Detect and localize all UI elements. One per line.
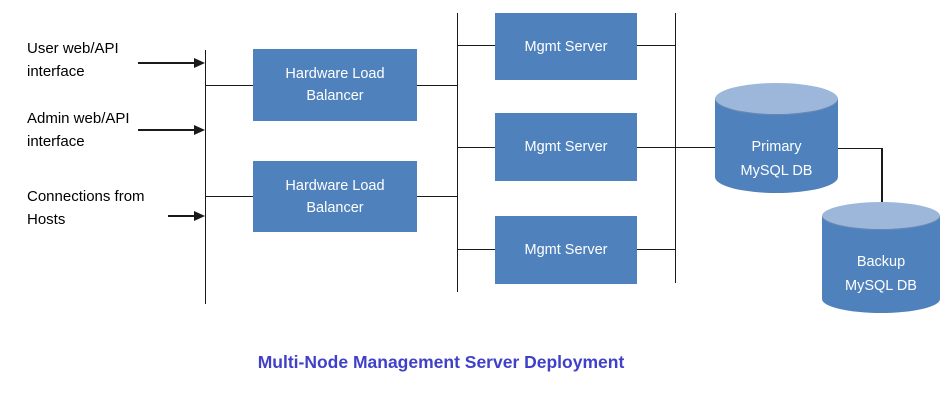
input-label-line: User web/API [27,40,119,57]
arrowhead-right-icon [194,210,205,221]
bus-line-mgmt-database [674,13,676,283]
database-label: Primary MySQL DB [715,135,838,183]
connector-bus-to-mgmt-2 [457,146,495,148]
connector-bus-to-loadbalancer-2 [205,195,253,197]
database-label-line: MySQL DB [845,278,917,294]
node-hardware-load-balancer-1: Hardware Load Balancer [253,49,417,121]
database-label-line: Backup [856,254,906,270]
cylinder-top-ellipse [715,83,838,115]
database-label-line: MySQL DB [740,163,813,179]
node-mgmt-server-2: Mgmt Server [495,113,637,181]
input-label-user-web-api: User web/API interface [27,37,119,83]
node-label: Hardware Load Balancer [285,177,385,216]
connector-bus-to-loadbalancer-1 [205,84,253,86]
bus-line-loadbalancer-mgmt [456,13,458,292]
connector-bus-to-mgmt-3 [457,248,495,250]
cylinder-top-ellipse [822,202,940,230]
node-label: Mgmt Server [524,38,608,55]
connector-mgmt-1-to-bus [637,44,675,46]
input-label-line: Connections from [27,188,145,205]
database-primary-mysql: Primary MySQL DB [715,83,838,193]
connector-loadbalancer-2-to-bus [417,195,457,197]
connector-loadbalancer-1-to-bus [417,84,457,86]
arrow-admin-line [138,129,194,131]
database-label-line: Primary [751,139,802,155]
node-hardware-load-balancer-2: Hardware Load Balancer [253,161,417,232]
connector-mgmt-2-to-primary-db [637,146,715,148]
diagram-title: Multi-Node Management Server Deployment [257,352,625,372]
cylinder-body [822,216,940,313]
connector-primary-to-backup-vertical [881,148,883,210]
input-label-admin-web-api: Admin web/API interface [27,107,130,153]
input-label-line: Admin web/API [27,110,130,127]
node-mgmt-server-3: Mgmt Server [495,216,637,284]
input-label-line: interface [27,63,85,80]
bus-line-inputs [204,50,206,304]
connector-bus-to-mgmt-1 [457,44,495,46]
connector-mgmt-3-to-bus [637,248,675,250]
arrow-user-line [138,62,194,64]
arrowhead-right-icon [194,124,205,135]
database-backup-mysql: Backup MySQL DB [822,202,940,313]
input-label-line: interface [27,133,85,150]
database-label: Backup MySQL DB [822,250,940,298]
node-label: Mgmt Server [524,139,608,155]
connector-primary-to-backup-horizontal [838,147,882,149]
node-label: Hardware Load Balancer [285,66,385,104]
node-label: Mgmt Server [524,242,608,258]
input-label-connections-hosts: Connections from Hosts [27,185,145,231]
arrow-hosts-line [168,215,194,217]
arrowhead-right-icon [194,57,205,68]
input-label-line: Hosts [27,211,66,228]
node-mgmt-server-1: Mgmt Server [495,13,637,80]
